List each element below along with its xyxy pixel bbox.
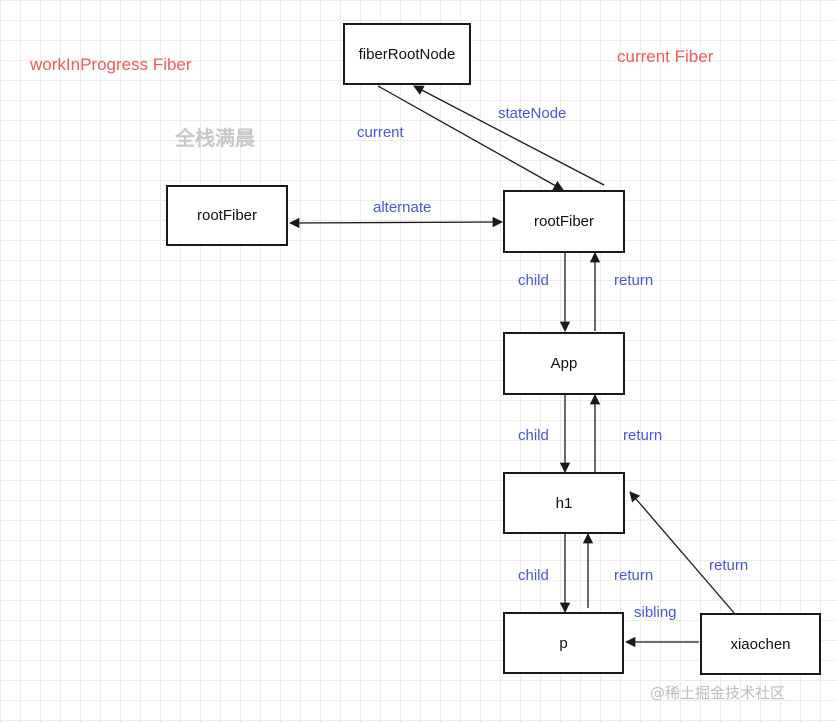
workinprogress-title: workInProgress Fiber xyxy=(30,55,192,74)
node-xiaochen: xiaochen xyxy=(700,613,821,675)
edge-label-return-app-root: return xyxy=(614,272,654,289)
edge-label-state-node: stateNode xyxy=(498,105,567,122)
current-title: current Fiber xyxy=(617,47,714,66)
edge-label-return-h1-app: return xyxy=(623,427,663,444)
edge-state-node xyxy=(413,85,605,186)
edge-return-xiaochen-h1 xyxy=(629,491,736,615)
edge-label-return-p-h1: return xyxy=(614,567,654,584)
footer-watermark: @稀土掘金技术社区 xyxy=(650,684,786,702)
node-p: p xyxy=(503,612,624,674)
edge-label-current: current xyxy=(357,124,404,141)
edge-label-alternate: alternate xyxy=(373,199,432,216)
edge-label-return-xiaochen-h1: return xyxy=(709,557,749,574)
edge-label-sibling: sibling xyxy=(634,604,677,621)
edge-label-child-h1-p: child xyxy=(518,567,549,584)
edge-label-child-app-h1: child xyxy=(518,427,549,444)
node-fiber-root-node: fiberRootNode xyxy=(343,23,471,85)
node-root-fiber-wip: rootFiber xyxy=(166,185,288,246)
watermark: 全栈满晨 xyxy=(175,126,255,150)
node-root-fiber-current: rootFiber xyxy=(503,190,625,253)
node-app: App xyxy=(503,332,625,395)
edge-label-child-root-app: child xyxy=(518,272,549,289)
edge-alternate xyxy=(288,216,504,229)
edge-current xyxy=(377,85,564,191)
node-h1: h1 xyxy=(503,472,625,534)
